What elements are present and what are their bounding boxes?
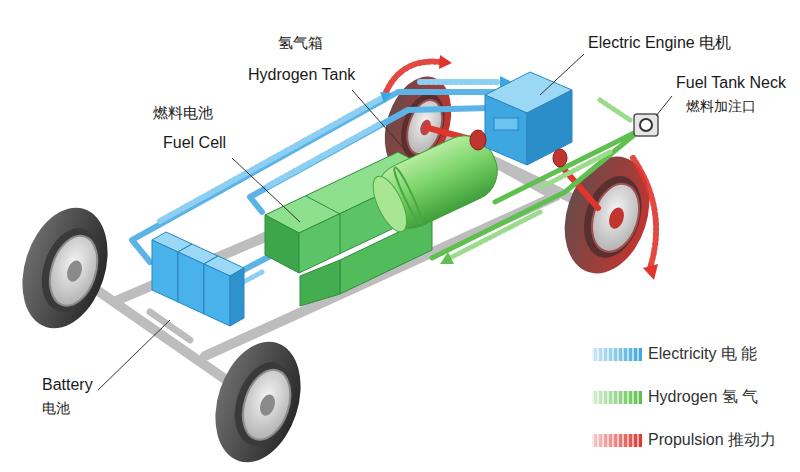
- legend-row: Hydrogen 氢 气: [592, 387, 758, 408]
- hydrogen-tank: [365, 126, 507, 239]
- leader-lines-part: [540, 54, 584, 95]
- battery-pack-part: [230, 268, 244, 326]
- battery-pack-part: [204, 264, 230, 326]
- legend-text: Hydrogen 氢 气: [648, 387, 758, 408]
- hydrogen-flow-part: [540, 152, 610, 188]
- part-label: Fuel Cell: [163, 134, 226, 152]
- fuel-cell-stack-part: [340, 214, 341, 254]
- part-label: Electric Engine 电机: [588, 34, 731, 52]
- battery-pack-part: [178, 252, 204, 314]
- electric-engine-part: [470, 130, 486, 150]
- leader-lines-part: [98, 320, 170, 390]
- chassis-frame: [65, 125, 607, 402]
- legend-swatch: [592, 434, 642, 447]
- part-label: 燃料加注口: [686, 98, 756, 114]
- legend-text: Electricity 电 能: [648, 344, 757, 365]
- propulsion-flow-part: [439, 55, 452, 69]
- fuel-cell-stack-part: [306, 196, 340, 214]
- rear-right-wheel: [201, 331, 315, 472]
- leader-lines-part: [656, 96, 672, 116]
- electric-engine-part: [553, 149, 567, 167]
- rear-left-wheel: [8, 197, 122, 340]
- rear-right-wheel-part: [201, 331, 315, 472]
- fuel-tank-neck: [634, 114, 658, 136]
- rear-right-wheel-part: [235, 364, 299, 446]
- part-label: 氢气箱: [278, 34, 323, 51]
- leader-lines-part: [352, 90, 405, 150]
- fuel-cell-stack-part: [300, 260, 340, 306]
- legend-row: Propulsion 推动力: [592, 430, 776, 451]
- part-label: Hydrogen Tank: [248, 66, 355, 84]
- electric-engine: [470, 72, 572, 167]
- battery-pack-part: [152, 240, 178, 302]
- propulsion-flow-part: [633, 158, 656, 268]
- electric-engine-part: [494, 118, 518, 130]
- rear-left-wheel-part: [64, 258, 84, 283]
- hydrogen-tank-part: [367, 126, 507, 238]
- part-label: Fuel Tank Neck: [676, 74, 786, 92]
- legend-swatch: [592, 391, 642, 404]
- hydrogen-tank-part: [366, 172, 413, 237]
- fuel-tank-neck-part: [634, 114, 658, 136]
- leader-lines: [98, 54, 672, 390]
- rear-right-wheel-part: [257, 392, 277, 417]
- hydrogen-flow-part: [450, 212, 540, 258]
- rear-left-wheel-part: [32, 221, 110, 319]
- legend-swatch: [592, 348, 642, 361]
- fuel-cell-stack-part: [340, 216, 432, 294]
- fuel-cell-stack-part: [265, 215, 299, 273]
- electricity-flow-part: [380, 92, 392, 103]
- legend-row: Electricity 电 能: [592, 344, 757, 365]
- part-label: Battery: [42, 376, 93, 394]
- front-right-wheel-part: [584, 178, 647, 258]
- rear-left-wheel-part: [8, 197, 122, 340]
- part-label: 燃料电池: [153, 104, 213, 121]
- electric-engine-part: [485, 95, 527, 165]
- hydrogen-flow-part: [600, 100, 630, 120]
- propulsion-flow-part: [386, 62, 440, 92]
- rear-left-wheel-part: [42, 230, 106, 312]
- hydrogen-flow-part: [440, 252, 454, 264]
- leader-lines-part: [232, 158, 300, 222]
- chassis-frame-part: [150, 312, 190, 340]
- front-right-wheel-part: [606, 205, 626, 230]
- legend-text: Propulsion 推动力: [648, 430, 776, 451]
- fuel-tank-neck-part: [640, 119, 652, 131]
- front-right-wheel-part: [574, 169, 651, 266]
- propulsion-flow-part: [643, 264, 658, 280]
- part-label: 电池: [42, 400, 70, 416]
- battery-pack: [152, 232, 244, 326]
- rear-right-wheel-part: [225, 355, 303, 453]
- electricity-flow-part: [420, 79, 500, 85]
